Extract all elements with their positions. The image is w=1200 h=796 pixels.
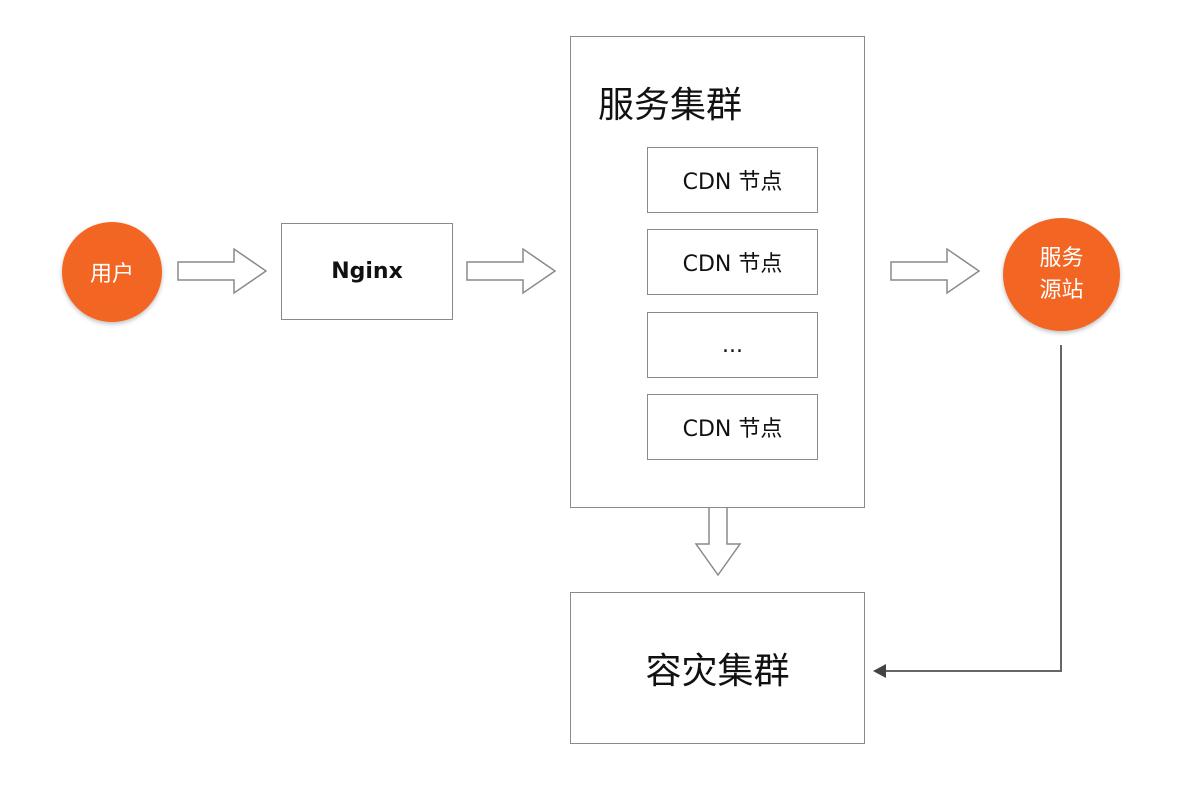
user-node: 用户 <box>62 222 162 322</box>
cdn-node-label: ... <box>722 332 743 358</box>
arrow-cluster-to-origin <box>890 247 981 295</box>
nginx-label: Nginx <box>331 259 403 284</box>
connector-arrowhead <box>873 664 886 678</box>
user-label: 用户 <box>89 262 134 287</box>
connector-origin-to-dr <box>885 345 1062 672</box>
cdn-node-1: CDN 节点 <box>647 147 818 213</box>
cdn-node-label: CDN 节点 <box>682 252 783 277</box>
nginx-box: Nginx <box>281 223 453 320</box>
origin-label-line1: 服务 <box>1039 245 1084 271</box>
arrow-nginx-to-cluster <box>466 247 557 295</box>
origin-server-node: 服务 源站 <box>1003 218 1120 331</box>
cdn-node-label: CDN 节点 <box>682 170 783 195</box>
cdn-node-4: CDN 节点 <box>647 394 818 460</box>
cdn-node-label: CDN 节点 <box>682 417 783 442</box>
cdn-node-2: CDN 节点 <box>647 229 818 295</box>
service-cluster-title: 服务集群 <box>598 85 743 126</box>
disaster-recovery-label: 容灾集群 <box>645 651 790 692</box>
cdn-node-ellipsis: ... <box>647 312 818 378</box>
disaster-recovery-cluster-box: 容灾集群 <box>570 592 865 744</box>
arrow-user-to-nginx <box>177 247 268 295</box>
origin-label-line2: 源站 <box>1039 277 1084 303</box>
